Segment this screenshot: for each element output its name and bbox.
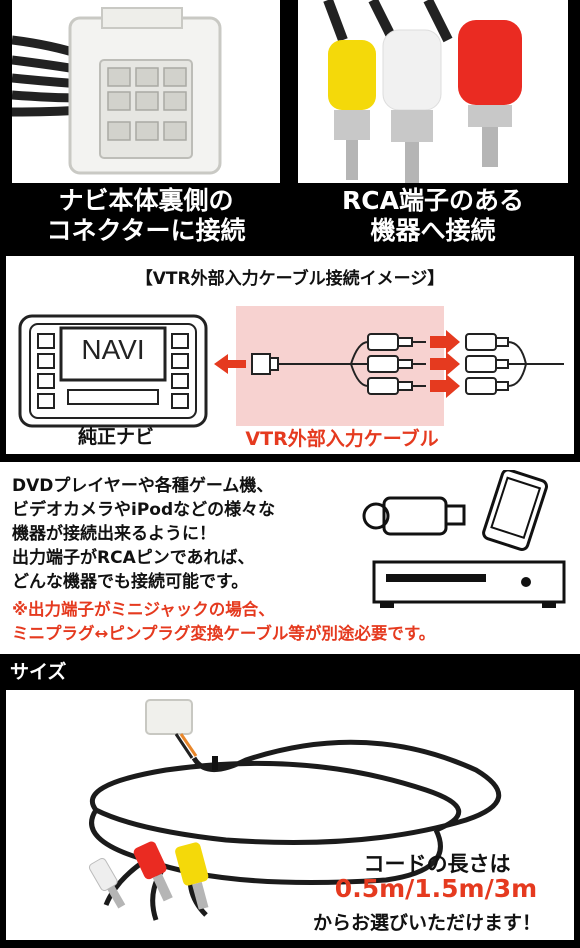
devices-illustration [362, 470, 566, 608]
diagram-title: 【VTR外部入力ケーブル接続イメージ】 [135, 269, 445, 289]
arrow-right-icons [430, 330, 460, 398]
connector-image [12, 0, 280, 183]
note-line-1: ※出力端子がミニジャックの場合、 [12, 600, 275, 619]
connector-photo [12, 0, 280, 183]
navi-label: NAVI [81, 334, 145, 365]
length-label: コードの長さは [363, 852, 511, 876]
note-line-2: ミニプラグ↔ピンプラグ変換ケーブル等が別途必要です。 [12, 624, 436, 643]
left-caption-line-1: ナビ本体裏側の [58, 186, 234, 215]
right-caption-line-2: 機器へ接続 [370, 216, 496, 245]
size-section-title: サイズ [10, 659, 67, 685]
info-line-5: どんな機器でも接続可能です。 [12, 572, 249, 592]
length-options: 0.5m/1.5m/3m [334, 874, 538, 903]
left-caption-line-2: コネクターに接続 [46, 216, 246, 245]
cable-photo: コードの長さは 0.5m/1.5m/3m からお選びいただけます！ [6, 690, 574, 940]
cable-image [6, 690, 574, 940]
diagram-panel: 【VTR外部入力ケーブル接続イメージ】 [6, 256, 574, 454]
rca-plugs-photo [298, 0, 568, 183]
rca-plugs-image [298, 0, 568, 183]
navi-caption: 純正ナビ [77, 426, 154, 448]
note-text: ※出力端子がミニジャックの場合、 ミニプラグ↔ピンプラグ変換ケーブル等が別途必要… [12, 598, 435, 646]
info-line-1: DVDプレイヤーや各種ゲーム機、 [12, 476, 274, 496]
info-panel: DVDプレイヤーや各種ゲーム機、 ビデオカメラやiPodなどの様々な 機器が接続… [0, 462, 580, 654]
left-caption: ナビ本体裏側の コネクターに接続 [12, 186, 280, 246]
connection-diagram [18, 314, 564, 428]
info-line-4: 出力端子がRCAピンであれば、 [12, 548, 255, 568]
dvd-player-icon [372, 560, 566, 608]
cable-caption: VTR外部入力ケーブル [245, 428, 439, 450]
choose-text: からお選びいただけます！ [312, 912, 541, 934]
right-caption: RCA端子のある 機器へ接続 [298, 186, 568, 246]
info-line-3: 機器が接続出来るように！ [12, 524, 216, 544]
arrow-left-icon [214, 354, 246, 374]
smartphone-icon [482, 470, 548, 551]
camcorder-icon [362, 496, 466, 536]
info-line-2: ビデオカメラやiPodなどの様々な [12, 500, 276, 520]
info-text: DVDプレイヤーや各種ゲーム機、 ビデオカメラやiPodなどの様々な 機器が接続… [12, 474, 372, 594]
right-caption-line-1: RCA端子のある [342, 186, 524, 215]
